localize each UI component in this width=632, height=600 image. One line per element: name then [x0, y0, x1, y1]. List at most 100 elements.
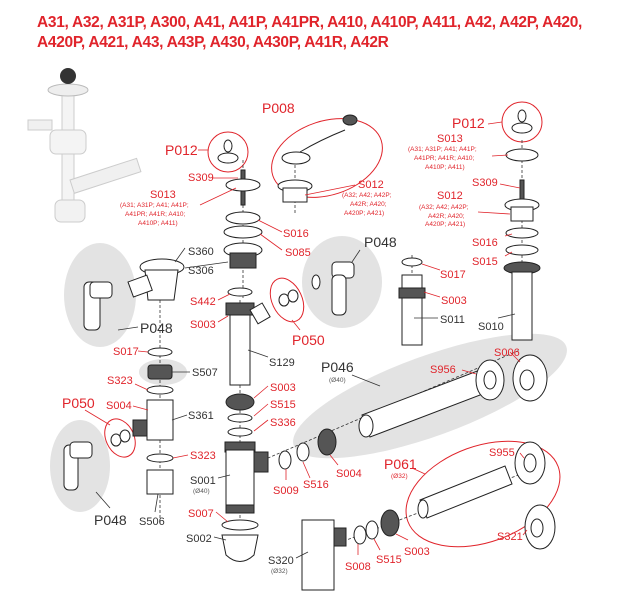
s013-grate: [225, 178, 261, 192]
label-s507: S507: [192, 367, 218, 379]
label-s010: S010: [478, 321, 504, 333]
s003-nut: [225, 393, 255, 411]
s506-nut: [146, 469, 174, 495]
label-s007: S007: [188, 508, 214, 520]
s507-nut: [147, 364, 173, 380]
s006-rosette: [512, 354, 548, 402]
label-p046: P046: [321, 359, 354, 375]
label-s956: S956: [430, 364, 456, 376]
label-s003-a: S003: [190, 319, 216, 331]
label-s955: S955: [489, 447, 515, 459]
s001-bottle-trap: [224, 441, 269, 514]
label-s004-a: S004: [106, 400, 132, 412]
s002-cup: [221, 534, 259, 562]
s010-overflow-pipe: [503, 261, 541, 341]
label-s320: S320: [268, 555, 294, 567]
label-s309-right: S309: [472, 177, 498, 189]
s320-bottle-trap: [301, 519, 347, 591]
label-p048-right: P048: [364, 234, 397, 250]
label-s003-c: S003: [404, 546, 430, 558]
p012-right-plug: [511, 109, 533, 134]
label-s323-b: S323: [190, 450, 216, 462]
label-s011: S011: [440, 314, 465, 326]
label-s012-mid-models-3: A420P; A421): [344, 210, 384, 217]
label-p012-left: P012: [165, 142, 198, 158]
s003-nut-lower: [380, 509, 400, 537]
label-p048-left-bottom: P048: [94, 512, 127, 528]
label-p050-right: P050: [292, 332, 325, 348]
label-p048-left-top: P048: [140, 320, 173, 336]
p050-left-part: [110, 429, 131, 447]
label-s360: S360: [188, 246, 214, 258]
label-s129: S129: [269, 357, 295, 369]
label-s442: S442: [190, 296, 216, 308]
s323-ring-lower: [146, 453, 174, 463]
model-list-line-2: A420P, A421, A43, A43P, A430, A430P, A41…: [37, 34, 389, 51]
label-s013-right: S013: [437, 133, 463, 145]
label-p061: P061: [384, 456, 417, 472]
label-p061-diameter: (Ø32): [391, 473, 408, 480]
s336-ring: [227, 427, 253, 437]
label-s006: S006: [494, 347, 520, 359]
label-s016-right: S016: [472, 237, 498, 249]
label-s085: S085: [285, 247, 311, 259]
s306-nut: [223, 242, 263, 269]
label-s008: S008: [345, 561, 371, 573]
p061-outline: [405, 440, 561, 548]
s004-nut: [317, 428, 337, 456]
s515-ring-lower: [365, 520, 379, 540]
label-p012-right: P012: [452, 115, 485, 131]
label-s013-left-models-1: (A31; A31P; A41; A41P;: [120, 202, 189, 209]
p061-pipe: [417, 465, 513, 519]
p008-chain-plug: [281, 114, 358, 165]
s013-right-grate: [505, 148, 539, 162]
s321-rosette: [524, 504, 556, 550]
s012-right-grate: [504, 198, 540, 222]
label-s013-left-models-2: A41PR; A41R; A410;: [125, 211, 186, 218]
s085-gasket: [223, 225, 263, 239]
label-s321: S321: [497, 531, 523, 543]
p050-right-part: [278, 289, 299, 307]
label-s323-a: S323: [107, 375, 133, 387]
label-s013-right-models-2: A41PR; A41R; A410;: [414, 155, 475, 162]
s515-ring: [227, 413, 253, 423]
label-s001: S001: [190, 475, 216, 487]
label-s012-right-models-2: A42R; A420;: [428, 213, 465, 220]
label-p046-diameter: (Ø40): [329, 377, 346, 384]
p012-left-outline: [207, 131, 249, 173]
label-s515-a: S515: [270, 399, 296, 411]
s016-right-gasket: [505, 227, 539, 239]
label-s013-right-models-3: A410P; A411): [425, 164, 465, 171]
label-s017-right: S017: [440, 269, 466, 281]
s008-ring: [353, 525, 367, 545]
label-s012-mid-models-2: A42R; A420;: [350, 201, 387, 208]
label-s016-mid: S016: [283, 228, 309, 240]
s015-gasket: [505, 244, 539, 256]
label-s015: S015: [472, 256, 498, 268]
s016-gasket: [225, 211, 261, 225]
s361-tee: [132, 399, 174, 441]
label-p050-left: P050: [62, 395, 95, 411]
label-s003-b: S003: [270, 382, 296, 394]
label-s013-left-models-3: A410P; A411): [138, 220, 178, 227]
label-s012-mid-models-1: (A32; A42; A42P;: [342, 192, 392, 199]
p012-left-plug: [217, 139, 239, 164]
label-s506: S506: [139, 516, 165, 528]
s442-ring: [227, 287, 253, 297]
p048-left-bottom-highlight: [50, 420, 110, 512]
s007-gasket: [221, 519, 259, 531]
label-s516: S516: [303, 479, 329, 491]
label-s012-right: S012: [437, 190, 463, 202]
label-s320-diameter: (Ø32): [271, 568, 288, 575]
s516-ring: [296, 442, 310, 462]
s011-pipe: [398, 257, 426, 346]
p050-right-outline: [269, 277, 305, 323]
p046-pipe: [358, 359, 505, 438]
label-s306: S306: [188, 265, 214, 277]
label-s309-left: S309: [188, 172, 214, 184]
s017-ring: [147, 347, 173, 357]
label-s002: S002: [186, 533, 212, 545]
label-s336: S336: [270, 417, 296, 429]
siphon-product-photo: [27, 68, 142, 223]
